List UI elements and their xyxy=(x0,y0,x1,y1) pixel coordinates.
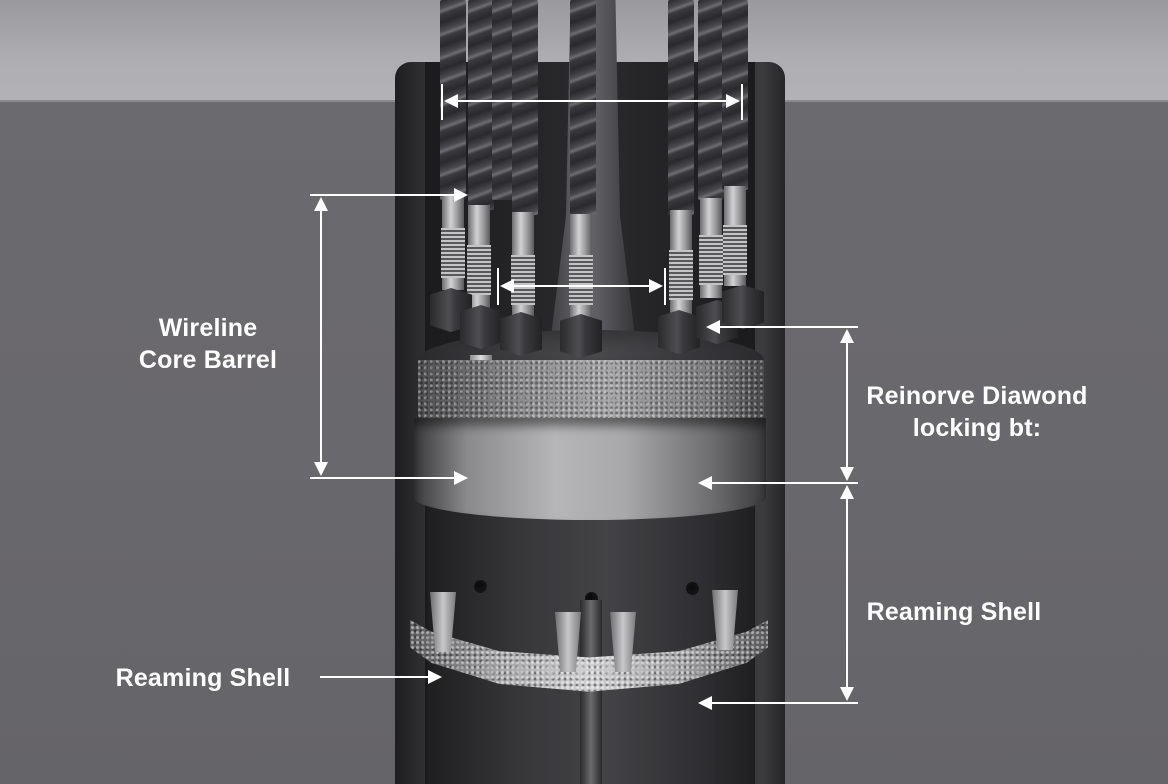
center-slot xyxy=(580,600,602,784)
hex-nut xyxy=(460,305,502,349)
thread xyxy=(467,245,491,295)
label-line: Core Barrel xyxy=(138,346,278,374)
label-wireline-core-barrel: Wireline Core Barrel xyxy=(110,312,306,376)
flush-hole xyxy=(686,582,699,595)
thread xyxy=(441,228,465,278)
label-line: Wireline xyxy=(158,314,258,342)
label-reaming-shell-right: Reaming Shell xyxy=(866,598,1042,626)
hex-nut xyxy=(500,312,542,356)
hex-nut xyxy=(722,285,764,329)
thread xyxy=(723,225,747,275)
label-line: Reinorve Diawond xyxy=(866,382,1088,410)
label-line: locking bt: xyxy=(912,414,1042,442)
thread xyxy=(699,235,723,285)
reamer-tooth xyxy=(430,592,456,652)
flush-hole xyxy=(474,580,487,593)
thread xyxy=(669,250,693,300)
hex-nut xyxy=(560,314,602,358)
label-reaming-shell-left: Reaming Shell xyxy=(115,664,291,692)
label-locking-bit: Reinorve Diawond locking bt: xyxy=(852,380,1102,444)
hex-nut xyxy=(658,310,700,354)
steel-collar-ring xyxy=(414,418,766,520)
